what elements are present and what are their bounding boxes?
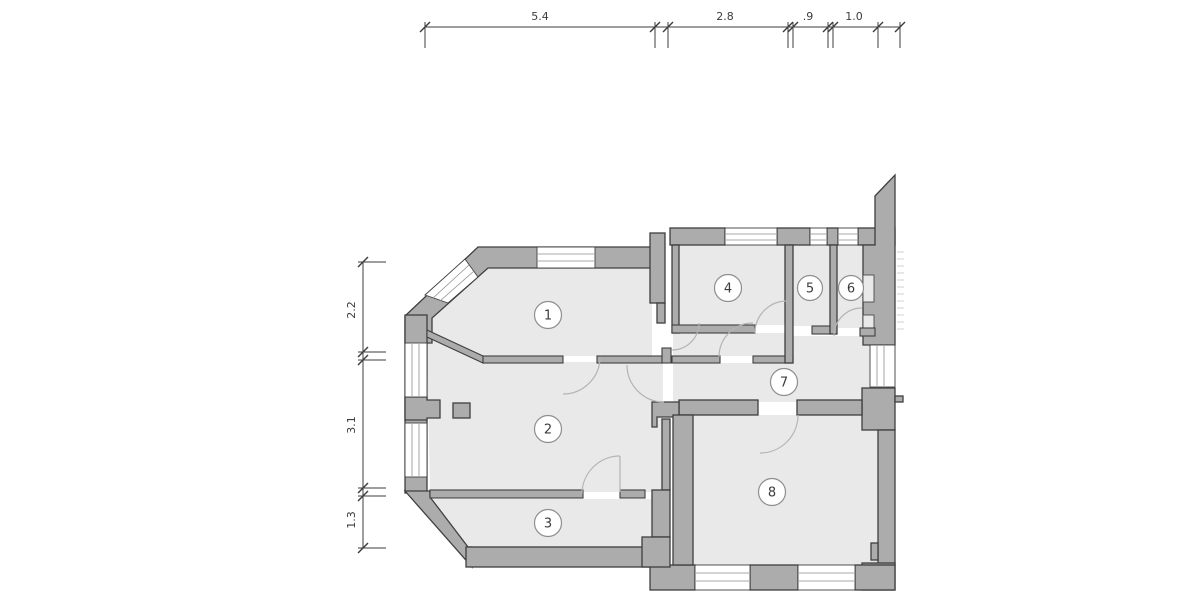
dim-top-2: 2.8 xyxy=(716,10,734,23)
window-corridor-right xyxy=(869,344,896,388)
dim-top-4: 1.0 xyxy=(845,10,863,23)
party-wall-hatch xyxy=(897,251,904,330)
svg-text:7: 7 xyxy=(780,376,788,391)
wall-room4-left xyxy=(671,244,680,334)
wall-room4-room5 xyxy=(784,244,794,364)
room-label-4: 4 xyxy=(713,273,743,303)
chimney-recess-upper xyxy=(862,274,875,303)
door-arc-vestibule-corridor xyxy=(718,322,754,358)
wall-mid-a-seg2 xyxy=(596,355,664,364)
wall-block-corridor-right xyxy=(861,387,896,431)
exterior-wall-bottom-seg1 xyxy=(649,564,696,591)
wall-mid-a-seg1 xyxy=(482,355,564,364)
exterior-wall-top-seg1 xyxy=(669,227,726,246)
door-arcs xyxy=(562,300,863,495)
wall-notch-room8-right xyxy=(870,542,879,561)
door-arc-room2-corridor xyxy=(626,364,665,403)
window-left-upper xyxy=(404,342,428,398)
dim-top-1: 5.4 xyxy=(531,10,549,23)
wall-column-room2-right xyxy=(661,418,671,491)
window-room4-top xyxy=(724,227,778,246)
room-labels: 1 2 3 4 5 6 7 8 xyxy=(533,273,865,538)
exterior-wall-room8-right xyxy=(877,429,896,566)
svg-text:8: 8 xyxy=(768,486,776,501)
dim-left-3: 1.3 xyxy=(345,511,358,529)
wall-room5-room6 xyxy=(829,244,838,335)
room-label-1: 1 xyxy=(533,300,563,330)
svg-text:3: 3 xyxy=(544,517,552,532)
room-label-2: 2 xyxy=(533,414,563,444)
window-room8-bottom-right xyxy=(797,564,856,591)
door-arc-room2-room3 xyxy=(581,455,621,495)
wall-room5-bottom xyxy=(811,325,831,335)
room-2-floor xyxy=(427,337,663,492)
window-left-lower xyxy=(404,422,428,478)
wall-pier-left xyxy=(404,396,441,421)
dim-left-2: 3.1 xyxy=(345,416,358,434)
wall-room8-top-seg2 xyxy=(796,399,863,416)
room-label-5: 5 xyxy=(796,274,824,302)
pillar-room2 xyxy=(452,402,471,419)
window-room1-top xyxy=(536,246,596,269)
corridor-7-main-floor xyxy=(792,336,875,402)
wall-room2-room3-seg2 xyxy=(619,489,646,499)
window-room5-top xyxy=(809,227,828,246)
chimney-recess-lower xyxy=(862,314,875,329)
door-arc-room1-vestibule xyxy=(671,322,700,351)
wall-room8-left xyxy=(672,414,694,566)
svg-text:4: 4 xyxy=(724,282,732,297)
door-arc-room8 xyxy=(759,414,799,454)
wall-lblock-room8-topleft xyxy=(651,401,680,428)
dim-top-3: .9 xyxy=(803,10,814,23)
wall-mid-b-seg1 xyxy=(671,355,721,364)
windows xyxy=(404,227,896,591)
exterior-wall-top-right-diagonal xyxy=(862,173,896,346)
svg-text:5: 5 xyxy=(806,282,814,297)
svg-text:2: 2 xyxy=(544,423,552,438)
wall-nub-right xyxy=(894,395,904,403)
dim-left-1: 2.2 xyxy=(345,301,358,319)
exterior-wall-top-seg3 xyxy=(826,227,839,246)
exterior-wall-room3-bottom xyxy=(465,546,656,568)
wall-room2-room3-seg1 xyxy=(429,489,584,499)
corridor-7-vestibule-floor xyxy=(673,333,787,356)
window-room1-chamfer xyxy=(424,258,479,304)
wall-room6-bottom xyxy=(859,327,876,337)
wall-room1-right-foot xyxy=(656,302,666,324)
dimension-line-top: 5.4 2.8 .9 1.0 xyxy=(419,10,906,48)
wall-column-room3-right-lower xyxy=(641,536,671,568)
dimension-line-left: 2.2 3.1 1.3 xyxy=(345,256,386,554)
wall-column-room3-right-upper xyxy=(651,489,671,538)
svg-text:6: 6 xyxy=(847,282,855,297)
svg-text:1: 1 xyxy=(544,309,552,324)
room-label-8: 8 xyxy=(757,477,787,507)
window-room8-bottom-left xyxy=(694,564,751,591)
door-arc-room6 xyxy=(833,307,863,337)
room-label-7: 7 xyxy=(769,367,799,397)
exterior-wall-bottom-seg3 xyxy=(854,564,896,591)
door-arc-room4 xyxy=(754,300,788,334)
wall-room4-bottom xyxy=(671,324,756,334)
room-label-6: 6 xyxy=(837,274,865,302)
room-label-3: 3 xyxy=(533,508,563,538)
window-room6-top xyxy=(837,227,859,246)
exterior-wall-top-seg2 xyxy=(776,227,811,246)
wall-room1-right xyxy=(649,232,666,304)
wall-mid-a-endcap xyxy=(661,347,672,364)
wall-room8-top-seg1 xyxy=(678,399,759,416)
exterior-wall-bottom-seg2 xyxy=(749,564,799,591)
door-arc-room1-room2 xyxy=(562,356,601,395)
